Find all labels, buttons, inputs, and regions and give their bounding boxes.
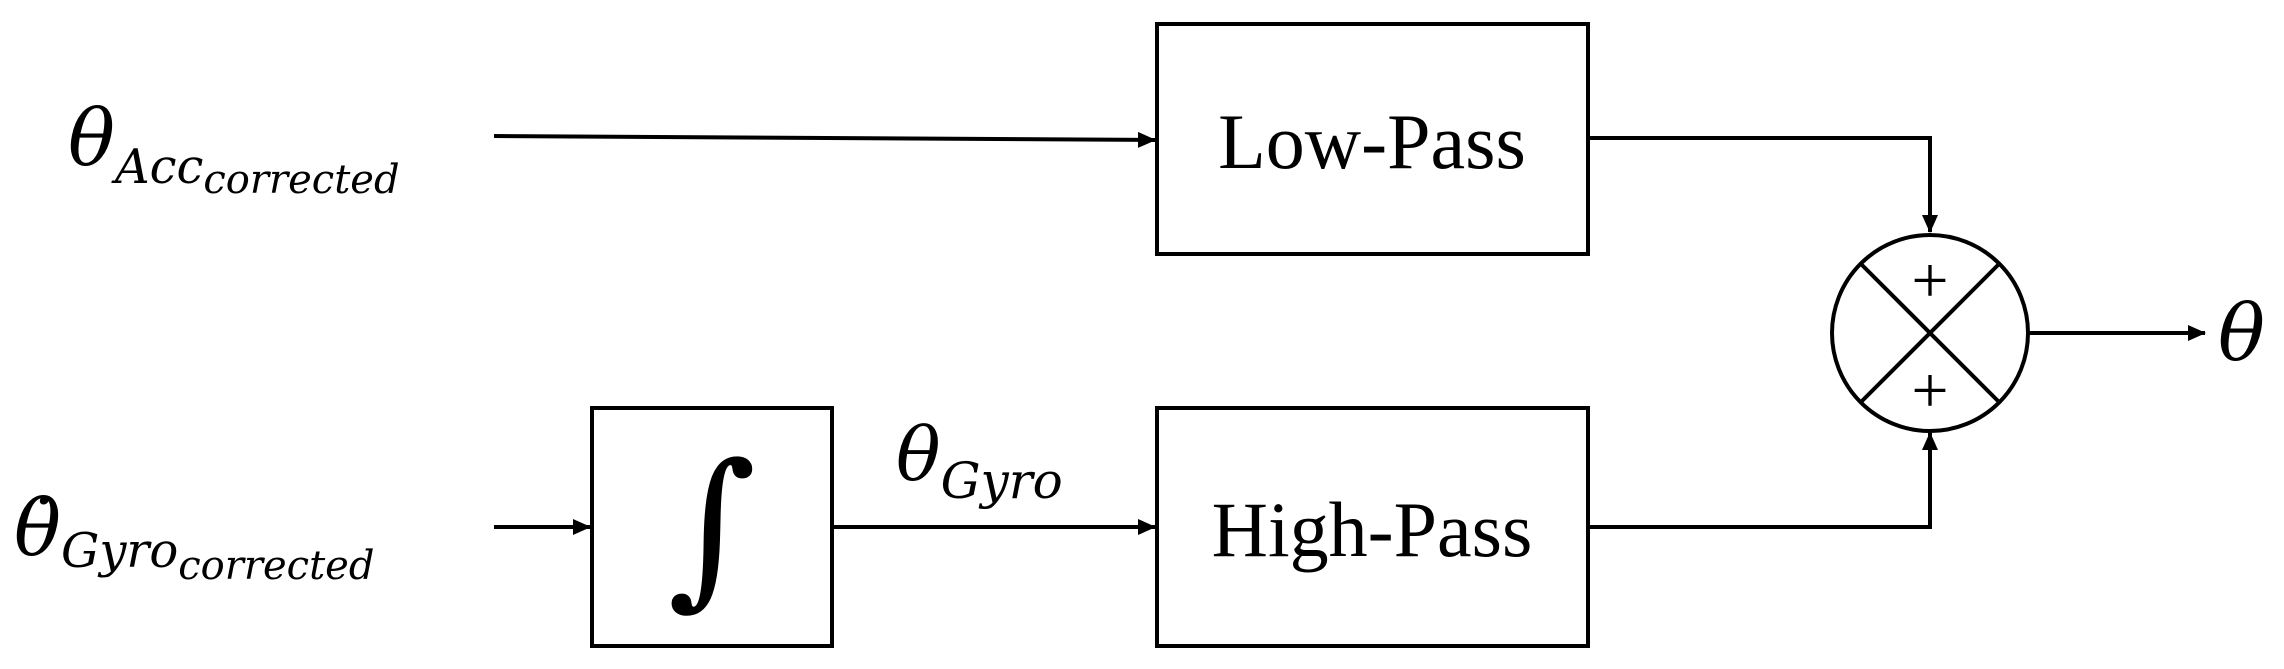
gyro-angle-symbol: θ (896, 412, 941, 498)
gyro-rate-subscript: Gyro (61, 523, 178, 579)
sum-bottom-sign: + (1911, 354, 1948, 427)
sum-top-sign: + (1911, 244, 1948, 317)
svg-text:θAcccorrected: θAcccorrected (68, 94, 400, 203)
gyro-rate-subsubscript: corrected (178, 543, 374, 589)
svg-text:θGyro: θGyro (896, 412, 1063, 510)
lowpass-to-sum-wire (1588, 136, 1938, 233)
input-gyro-rate-label: θ̇Gyrocorrected (14, 484, 374, 589)
low-pass-block: Low-Pass (1155, 22, 1590, 256)
acc-subsubscript: corrected (203, 157, 399, 203)
gyro-angle-signal-label: θGyro (896, 412, 1063, 510)
output-theta-label: θ (2218, 289, 2265, 379)
high-pass-label: High-Pass (1212, 486, 1533, 573)
low-pass-label: Low-Pass (1218, 98, 1526, 185)
acc-subscript: Acc (111, 139, 203, 195)
summing-junction: + + (1830, 233, 2030, 433)
gyro-angle-subscript: Gyro (941, 452, 1063, 510)
integral-icon: ∫ (668, 428, 757, 626)
high-pass-block: High-Pass (1155, 406, 1590, 648)
integrator-block: ∫ (590, 406, 834, 648)
input-acc-label: θAcccorrected (68, 94, 400, 203)
svg-text:θ̇Gyrocorrected: θ̇Gyrocorrected (14, 484, 374, 589)
acc-to-lowpass-arrow (493, 131, 1156, 148)
gyro-rate-symbol: θ̇ (14, 484, 61, 574)
highpass-to-sum-wire (1588, 432, 1938, 529)
acc-symbol: θ (68, 94, 115, 184)
